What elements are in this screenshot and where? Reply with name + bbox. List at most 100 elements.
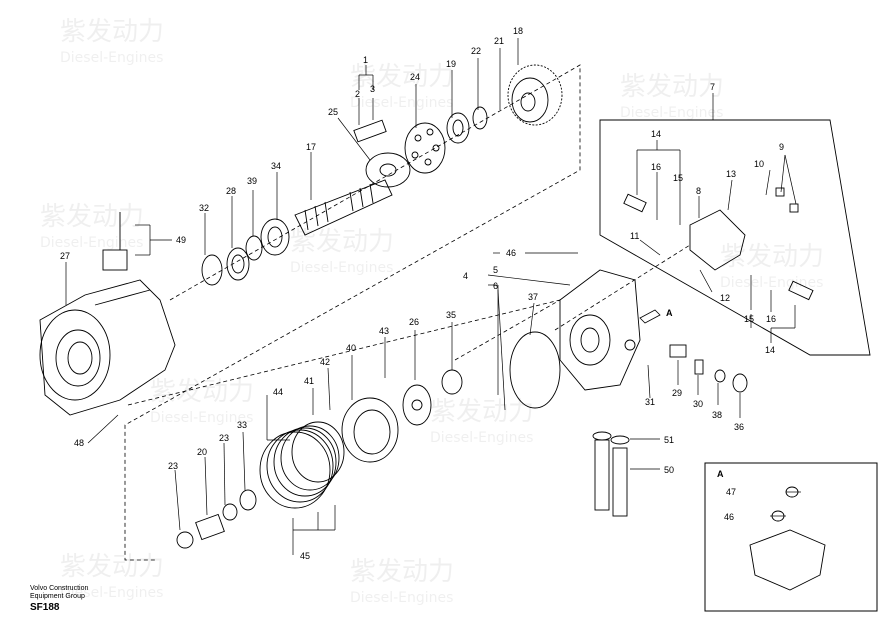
callout-26: 26 [409,317,419,327]
detail-view-label: A [717,469,724,479]
callout-36: 36 [734,422,744,432]
watermark-en: Diesel-Engines [60,585,163,601]
callout-23: 23 [219,433,229,443]
callout-45: 45 [300,551,310,561]
part-brake-piston-40 [341,397,399,463]
part-plugs-29-30-36 [669,344,748,393]
callout-21: 21 [494,36,504,46]
part-rings-32-28-39 [201,235,263,286]
part-valve-block-8 [689,209,746,271]
callout-43: 43 [379,326,389,336]
callout-14: 14 [651,129,661,139]
watermark-layer: 紫发动力 Diesel-Engines 紫发动力 Diesel-Engines 紫发… [40,17,824,606]
callout-14b: 14 [765,345,775,355]
leader-lines [65,38,801,555]
part-piston-plate-24 [404,122,446,174]
watermark-cn: 紫发动力 [430,397,534,427]
callout-6: 6 [493,281,498,291]
callout-3: 3 [370,84,375,94]
callout-13: 13 [726,169,736,179]
callout-23b: 23 [168,461,178,471]
part-valve-plate-26 [402,384,432,426]
watermark-en: Diesel-Engines [720,275,823,291]
callout-24: 24 [410,72,420,82]
callout-4: 4 [463,271,468,281]
footer-caption: Volvo Construction Equipment Group SF188 [30,585,89,613]
callout-34: 34 [271,161,281,171]
watermark-en: Diesel-Engines [350,95,453,111]
part-bearing-35 [441,369,463,395]
callout-29: 29 [672,388,682,398]
callout-46b: 46 [724,512,734,522]
part-shaft-17 [294,179,393,236]
callout-7: 7 [710,82,715,92]
watermark-cn: 紫发动力 [620,72,724,102]
watermark-cn: 紫发动力 [350,62,454,92]
callout-16: 16 [651,162,661,172]
callout-9: 9 [779,142,784,152]
callout-47: 47 [726,487,736,497]
part-bolt-49 [102,212,128,271]
callout-1: 1 [363,55,368,65]
callout-18: 18 [513,26,523,36]
callout-35: 35 [446,310,456,320]
callout-15b: 15 [744,314,754,324]
callout-38: 38 [712,410,722,420]
subassembly-box [599,119,871,356]
callout-44: 44 [273,387,283,397]
callout-12: 12 [720,293,730,303]
watermark-cn: 紫发动力 [290,227,394,257]
part-housing-27 [39,279,176,416]
part-ring-22 [472,106,488,130]
callout-31: 31 [645,397,655,407]
callout-33: 33 [237,420,247,430]
footer-line-2: Equipment Group [30,593,85,600]
callout-25: 25 [328,107,338,117]
part-plugs-13-9 [623,187,814,301]
callout-37: 37 [528,292,538,302]
callout-22: 22 [471,46,481,56]
callout-20: 20 [197,447,207,457]
callout-17: 17 [306,142,316,152]
watermark-cn: 紫发动力 [60,17,164,47]
callout-41: 41 [304,376,314,386]
callout-11: 11 [630,231,639,241]
view-arrow-A: A [639,308,673,324]
callout-48: 48 [74,438,84,448]
watermark-en: Diesel-Engines [350,590,453,606]
callout-8: 8 [696,186,701,196]
callout-30: 30 [693,399,703,409]
watermark-cn: 紫发动力 [350,557,454,587]
callout-39: 39 [247,176,257,186]
watermark-cn: 紫发动力 [60,552,164,582]
watermark-en: Diesel-Engines [620,105,723,121]
callout-10: 10 [754,159,764,169]
callout-51: 51 [664,435,674,445]
assembly-guide-lines [124,64,691,561]
callout-5: 5 [493,265,498,275]
callout-27: 27 [60,251,70,261]
part-main-body-4 [559,269,641,391]
watermark-en: Diesel-Engines [290,260,393,276]
part-rings-23-33 [176,489,257,549]
callout-42: 42 [320,357,330,367]
watermark-en: Diesel-Engines [60,50,163,66]
callout-19: 19 [446,59,456,69]
watermark-en: Diesel-Engines [40,235,143,251]
footer-line-1: Volvo Construction [30,585,89,592]
callout-32: 32 [199,203,209,213]
callout-numbers: 1 2 3 4 5 6 7 8 9 10 11 12 13 14 14 15 1… [60,26,784,561]
part-bearing-34 [260,218,290,256]
part-o-ring-37 [509,331,561,409]
callout-50: 50 [664,465,674,475]
figure-code: SF188 [30,602,60,613]
callout-2: 2 [355,89,360,99]
part-cartridges-50 [592,431,630,517]
callout-49: 49 [176,235,186,245]
callout-15: 15 [673,173,683,183]
watermark-cn: 紫发动力 [40,202,144,232]
part-spring-20 [195,513,225,541]
part-friction-plates-44 [259,421,345,509]
watermark-en: Diesel-Engines [150,410,253,426]
